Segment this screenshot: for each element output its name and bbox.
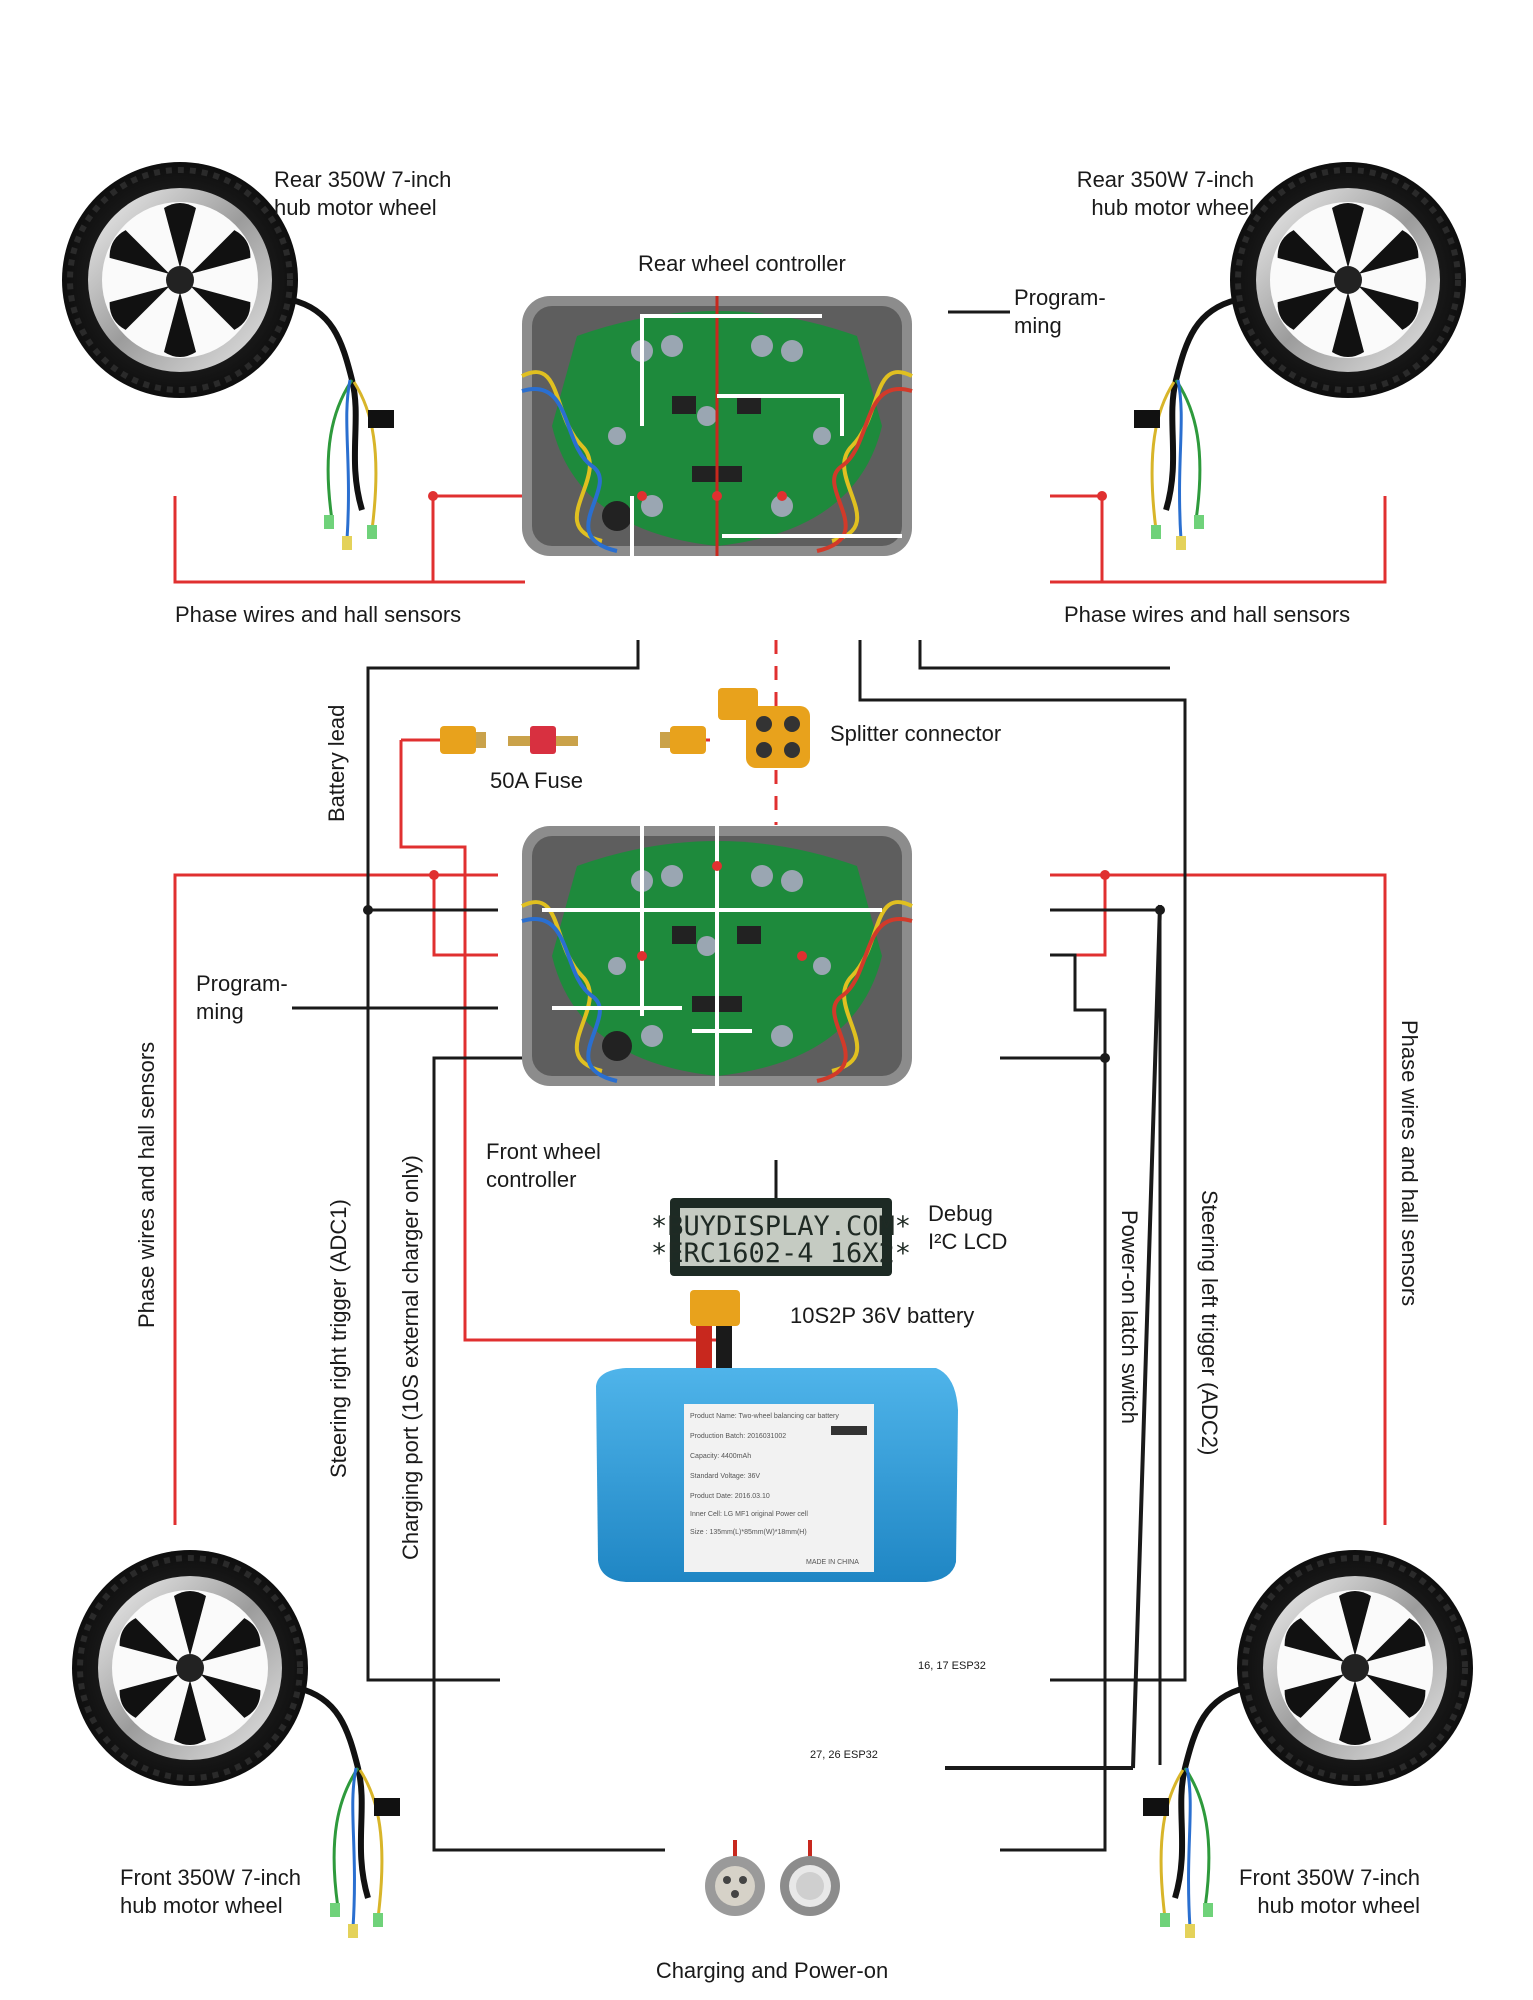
battery-label-line: Product Date: 2016.03.10 bbox=[690, 1493, 770, 1500]
red-junctions bbox=[428, 491, 1110, 880]
esp32-pins-2-label: 27, 26 ESP32 bbox=[810, 1749, 878, 1761]
label-line: I²C LCD bbox=[928, 1229, 1008, 1254]
label-line: ming bbox=[1014, 313, 1062, 338]
label-line: Rear 350W 7-inch bbox=[274, 167, 452, 192]
battery-label-lines: Product Name: Two-wheel balancing car ba… bbox=[690, 1413, 859, 1566]
battery-label-line: Production Batch: 2016031002 bbox=[690, 1433, 786, 1440]
rear-left-wheel-label: Rear 350W 7-inch hub motor wheel bbox=[274, 166, 451, 222]
label-line: ming bbox=[196, 999, 244, 1024]
power-latch-label: Power-on latch switch bbox=[1117, 1210, 1142, 1424]
rear-left-cable bbox=[292, 300, 394, 550]
rear-right-wheel bbox=[1230, 162, 1466, 398]
fuse-right-connector bbox=[660, 726, 706, 754]
rear-right-cable bbox=[1134, 300, 1236, 550]
front-controller-board bbox=[520, 824, 914, 1088]
front-controller-label: Front wheel controller bbox=[486, 1138, 601, 1194]
front-right-wheel-label: Front 350W 7-inch hub motor wheel bbox=[1200, 1864, 1420, 1920]
battery-pack: Product Name: Two-wheel balancing car ba… bbox=[596, 1290, 958, 1582]
label-line: controller bbox=[486, 1167, 577, 1192]
label-line: hub motor wheel bbox=[1091, 195, 1254, 220]
rear-controller-board bbox=[520, 294, 914, 558]
battery-label-footer: MADE IN CHINA bbox=[806, 1559, 859, 1566]
battery-label-line: Standard Voltage: 36V bbox=[690, 1473, 760, 1480]
programming-top-label: Program- ming bbox=[1014, 284, 1106, 340]
battery-label-line: Capacity: 4400mAh bbox=[690, 1453, 751, 1460]
battery-lead-label: Battery lead bbox=[324, 704, 349, 822]
front-left-wheel-label: Front 350W 7-inch hub motor wheel bbox=[120, 1864, 301, 1920]
charging-port-image bbox=[705, 1840, 765, 1916]
battery-label: 10S2P 36V battery bbox=[790, 1303, 975, 1328]
label-line: Front 350W 7-inch bbox=[120, 1865, 301, 1890]
phase-left-vertical-label: Phase wires and hall sensors bbox=[134, 1041, 159, 1328]
label-line: Front 350W 7-inch bbox=[1239, 1865, 1420, 1890]
rear-controller-label: Rear wheel controller bbox=[638, 251, 846, 276]
label-line: Debug bbox=[928, 1201, 993, 1226]
splitter-connector-image bbox=[718, 688, 810, 768]
debug-lcd-label: Debug I²C LCD bbox=[928, 1200, 1007, 1256]
phase-right-vertical-label: Phase wires and hall sensors bbox=[1397, 1020, 1422, 1307]
rear-left-wheel bbox=[62, 162, 298, 398]
battery-label-line: Inner Cell: LG MF1 original Power cell bbox=[690, 1511, 808, 1518]
label-line: Rear 350W 7-inch bbox=[1076, 167, 1254, 192]
fuse-left-connector bbox=[440, 726, 486, 754]
label-line: hub motor wheel bbox=[120, 1893, 283, 1918]
battery-label-line: Product Name: Two-wheel balancing car ba… bbox=[690, 1413, 839, 1420]
front-right-wheel bbox=[1237, 1550, 1473, 1786]
fuse-body bbox=[508, 726, 578, 754]
programming-mid-label: Program- ming bbox=[196, 970, 288, 1026]
fuse-label: 50A Fuse bbox=[490, 768, 583, 793]
phase-rear-right-label: Phase wires and hall sensors bbox=[1064, 602, 1351, 627]
lcd-line-2: *ERC1602-4 16X2* bbox=[651, 1238, 911, 1269]
label-line: hub motor wheel bbox=[274, 195, 437, 220]
battery-label-line: Size : 135mm(L)*85mm(W)*18mm(H) bbox=[690, 1529, 807, 1536]
phase-rear-left-label: Phase wires and hall sensors bbox=[175, 602, 462, 627]
esp32-pins-1-label: 16, 17 ESP32 bbox=[918, 1660, 986, 1672]
lcd-line-1: *BUYDISPLAY.COM* bbox=[651, 1211, 911, 1242]
black-junctions bbox=[363, 905, 1165, 1063]
front-left-cable bbox=[298, 1688, 400, 1938]
splitter-label: Splitter connector bbox=[830, 721, 1002, 746]
charging-poweron-label: Charging and Power-on bbox=[655, 1958, 889, 1983]
label-line: Front wheel bbox=[486, 1139, 601, 1164]
front-left-wheel bbox=[72, 1550, 308, 1786]
steering-right-label: Steering right trigger (ADC1) bbox=[326, 1199, 351, 1478]
lcd-display: *BUYDISPLAY.COM* *ERC1602-4 16X2* bbox=[651, 1198, 911, 1276]
power-button-image bbox=[780, 1840, 840, 1916]
steering-left-label: Steering left trigger (ADC2) bbox=[1197, 1190, 1222, 1456]
label-line: Program- bbox=[196, 971, 288, 996]
label-line: hub motor wheel bbox=[1257, 1893, 1420, 1918]
rear-right-wheel-label: Rear 350W 7-inch hub motor wheel bbox=[1040, 166, 1254, 222]
label-line: Program- bbox=[1014, 285, 1106, 310]
charging-port-label: Charging port (10S external charger only… bbox=[398, 1155, 423, 1560]
